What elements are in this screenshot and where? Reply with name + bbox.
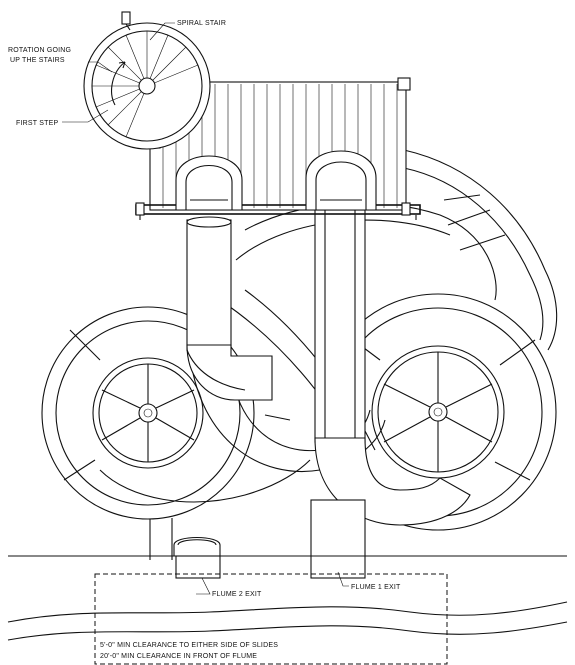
- clearance-label-line1: 5'-0" MIN CLEARANCE TO EITHER SIDE OF SL…: [100, 642, 278, 649]
- flume-1-exit-pipe: [310, 499, 366, 579]
- flume-2-exit-label: FLUME 2 EXIT: [212, 591, 262, 598]
- right-spiral-spokes: [383, 352, 493, 472]
- rotation-label-line1: ROTATION GOING: [8, 47, 71, 54]
- flume-2-entry-hood: [175, 155, 243, 211]
- left-spiral-spokes: [101, 364, 195, 462]
- left-spiral-loop: [41, 306, 255, 560]
- water-waves: [7, 601, 568, 641]
- flume-1-entry-hood: [305, 150, 377, 211]
- flume-1-exit-label: FLUME 1 EXIT: [351, 584, 401, 591]
- clearance-label-line2: 20'-0" MIN CLEARANCE IN FRONT OF FLUME: [100, 653, 257, 660]
- spiral-stair-treads: [92, 31, 199, 138]
- spiral-stair-label: SPIRAL STAIR: [177, 20, 226, 27]
- clearance-zone: [94, 573, 448, 665]
- rotation-label-line2: UP THE STAIRS: [10, 57, 65, 64]
- first-step-label: FIRST STEP: [16, 120, 58, 127]
- flume-2-exit-pipe: [173, 537, 221, 579]
- flume-2-tube: [186, 216, 273, 401]
- spiral-stair: [83, 11, 211, 150]
- leader-lines: [62, 22, 349, 595]
